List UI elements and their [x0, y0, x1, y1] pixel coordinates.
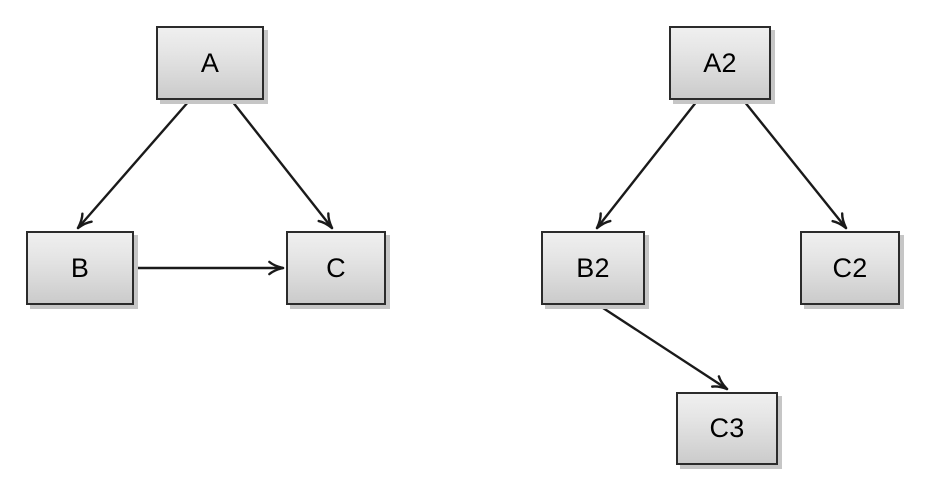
node-c2-label: C2	[832, 252, 868, 283]
node-a-label: A	[200, 47, 220, 78]
node-b[interactable]: B	[26, 231, 134, 305]
node-c3-label: C3	[709, 413, 745, 443]
node-a2[interactable]: A2	[669, 26, 771, 100]
edge-a2-to-b2	[595, 100, 698, 230]
node-b2-label: B2	[576, 252, 610, 283]
node-c[interactable]: C	[286, 231, 386, 305]
edge-a2-to-c2	[743, 100, 848, 230]
node-b2[interactable]: B2	[541, 231, 645, 305]
node-c-label: C	[326, 252, 346, 283]
node-a2-label: A2	[703, 47, 737, 78]
node-c2[interactable]: C2	[800, 231, 900, 305]
edge-a-to-c	[231, 100, 334, 230]
node-a[interactable]: A	[156, 26, 264, 100]
edge-b-to-c	[135, 260, 285, 276]
node-b-label: B	[70, 252, 90, 283]
edge-b2-to-c3	[599, 304, 729, 391]
node-c3[interactable]: C3	[676, 392, 778, 465]
edge-a-to-b	[76, 100, 190, 230]
